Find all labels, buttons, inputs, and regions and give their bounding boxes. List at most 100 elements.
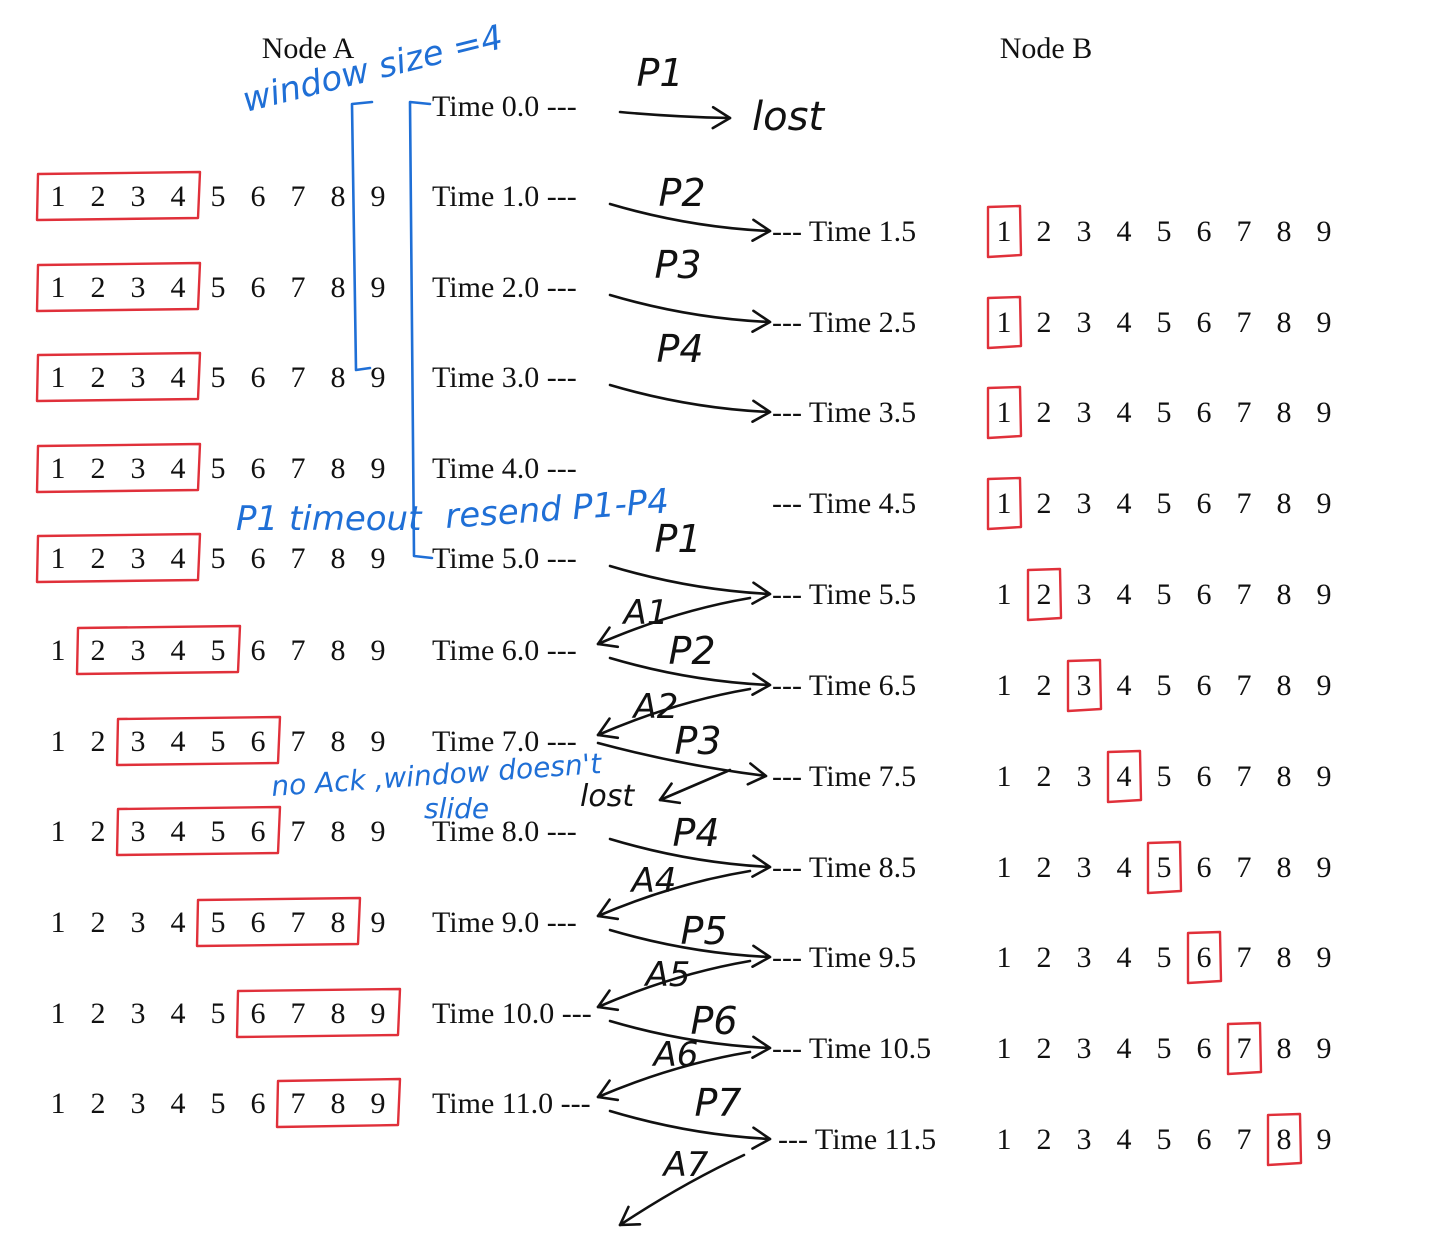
- receiver-seq-number: 9: [1317, 396, 1332, 429]
- sender-seq-number: 7: [291, 725, 306, 758]
- receiver-seq-number: 7: [1237, 215, 1252, 248]
- receiver-seq-number: 8: [1277, 215, 1292, 248]
- sender-seq-number: 3: [131, 815, 146, 848]
- sender-seq-number: 9: [371, 271, 386, 304]
- sender-seq-number: 3: [131, 634, 146, 667]
- receiver-seq-number: 2: [1037, 851, 1052, 884]
- receiver-seq-number: 4: [1117, 760, 1132, 793]
- sender-seq-number: 8: [331, 271, 346, 304]
- p1-timeout-annotation: P1 timeout: [236, 499, 423, 539]
- receiver-seq-number: 9: [1317, 1032, 1332, 1065]
- receiver-seq-number: 7: [1237, 941, 1252, 974]
- lost-label: lost: [580, 779, 635, 814]
- receiver-seq-number: 4: [1117, 396, 1132, 429]
- packet-arrow-lost: [618, 105, 732, 130]
- receiver-seq-number: 9: [1317, 306, 1332, 339]
- sender-seq-number: 1: [51, 180, 66, 213]
- receiver-seq-number: 9: [1317, 760, 1332, 793]
- sender-window-box: [115, 715, 282, 767]
- receiver-seq-number: 4: [1117, 215, 1132, 248]
- receiver-expected-box: [986, 385, 1023, 440]
- sender-time-label: Time 2.0 ---: [432, 271, 577, 304]
- sender-seq-number: 1: [51, 906, 66, 939]
- receiver-time-label: --- Time 2.5: [772, 306, 916, 339]
- sender-seq-number: 4: [171, 997, 186, 1030]
- sender-seq-number: 7: [291, 997, 306, 1030]
- receiver-seq-number: 1: [997, 578, 1012, 611]
- receiver-seq-number: 3: [1077, 578, 1092, 611]
- receiver-time-label: --- Time 1.5: [772, 215, 916, 248]
- sender-seq-number: 4: [171, 361, 186, 394]
- sender-time-label: Time 5.0 ---: [432, 542, 577, 575]
- sender-window-box: [115, 805, 282, 857]
- ack-label: A5: [644, 955, 691, 995]
- receiver-seq-number: 1: [997, 851, 1012, 884]
- receiver-seq-number: 7: [1237, 1123, 1252, 1156]
- sender-seq-number: 9: [371, 542, 386, 575]
- receiver-seq-number: 2: [1037, 487, 1052, 520]
- sender-window-box: [35, 532, 202, 584]
- sender-seq-number: 7: [291, 542, 306, 575]
- receiver-time-label: --- Time 9.5: [772, 941, 916, 974]
- packet-label: P4: [672, 811, 719, 855]
- sender-seq-number: 2: [91, 542, 106, 575]
- receiver-seq-number: 5: [1157, 669, 1172, 702]
- packet-arrow: [608, 928, 772, 968]
- receiver-seq-number: 7: [1237, 396, 1252, 429]
- sender-seq-number: 9: [371, 997, 386, 1030]
- packet-label: P1: [654, 517, 701, 561]
- receiver-seq-number: 8: [1277, 760, 1292, 793]
- sender-seq-number: 4: [171, 906, 186, 939]
- receiver-seq-number: 2: [1037, 760, 1052, 793]
- receiver-seq-number: 4: [1117, 1123, 1132, 1156]
- ack-arrow: [596, 687, 752, 740]
- sender-seq-number: 2: [91, 906, 106, 939]
- receiver-seq-number: 6: [1197, 578, 1212, 611]
- sender-seq-number: 5: [211, 1087, 226, 1120]
- receiver-seq-number: 8: [1277, 1032, 1292, 1065]
- receiver-time-label: --- Time 7.5: [772, 760, 916, 793]
- packet-arrow: [608, 293, 772, 333]
- sender-seq-number: 8: [331, 634, 346, 667]
- receiver-seq-number: 4: [1117, 487, 1132, 520]
- packet-arrow: [608, 1109, 772, 1150]
- receiver-expected-box: [1186, 930, 1223, 985]
- receiver-seq-number: 9: [1317, 487, 1332, 520]
- receiver-seq-number: 1: [997, 941, 1012, 974]
- receiver-seq-number: 6: [1197, 487, 1212, 520]
- receiver-seq-number: 8: [1277, 578, 1292, 611]
- message-arrows: [596, 105, 772, 1227]
- sender-seq-number: 5: [211, 997, 226, 1030]
- receiver-time-label: --- Time 4.5: [772, 487, 916, 520]
- ack-arrow: [596, 596, 752, 649]
- receiver-time-label: --- Time 10.5: [772, 1032, 931, 1065]
- receiver-seq-number: 4: [1117, 306, 1132, 339]
- receiver-seq-number: 4: [1117, 851, 1132, 884]
- receiver-seq-number: 6: [1197, 306, 1212, 339]
- sender-seq-number: 7: [291, 634, 306, 667]
- sender-seq-number: 3: [131, 180, 146, 213]
- receiver-seq-number: 6: [1197, 1123, 1212, 1156]
- packet-label: P2: [658, 171, 705, 215]
- sender-window-box: [35, 261, 202, 313]
- sender-seq-number: 6: [251, 815, 266, 848]
- sender-seq-number: 5: [211, 815, 226, 848]
- sender-time-label: Time 1.0 ---: [432, 180, 577, 213]
- receiver-seq-number: 1: [997, 215, 1012, 248]
- receiver-seq-number: 9: [1317, 215, 1332, 248]
- sender-seq-number: 5: [211, 634, 226, 667]
- sender-seq-number: 2: [91, 725, 106, 758]
- sender-seq-number: 2: [91, 1087, 106, 1120]
- receiver-seq-number: 4: [1117, 1032, 1132, 1065]
